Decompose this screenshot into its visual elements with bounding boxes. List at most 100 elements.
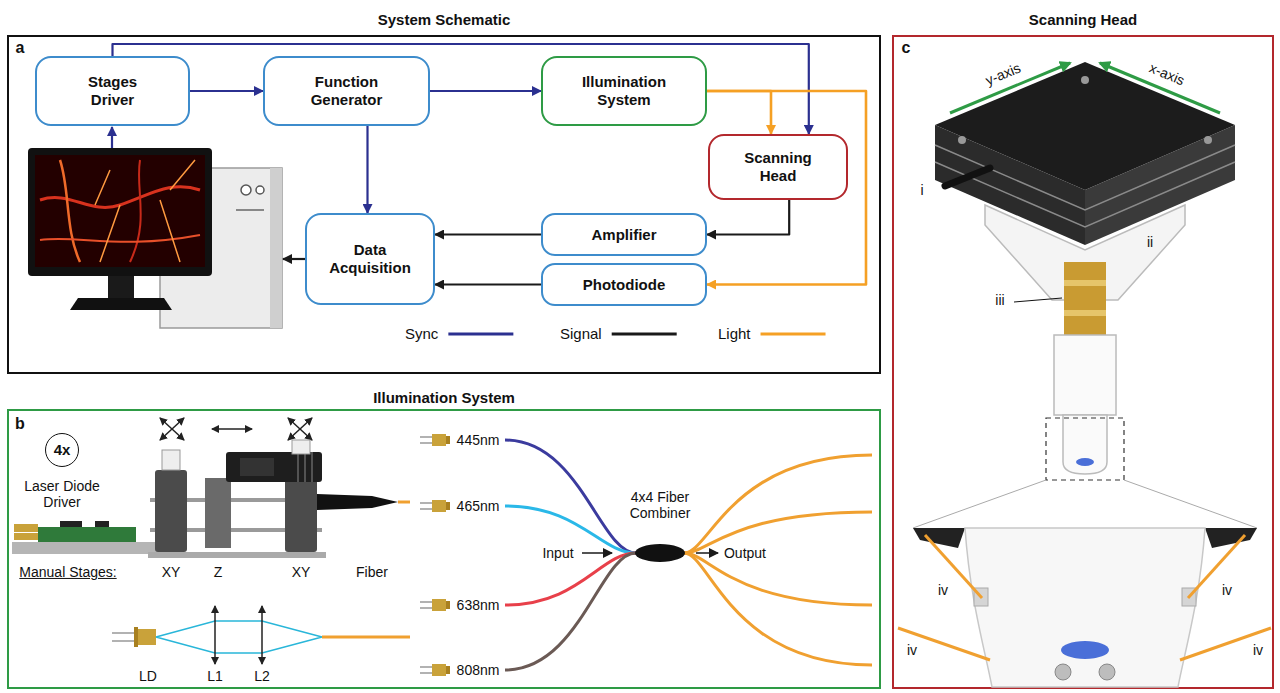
fiber-combiner <box>684 455 872 553</box>
zoom-detail <box>1124 480 1257 528</box>
driver-board <box>14 533 38 540</box>
manual-stages <box>162 450 180 470</box>
fiber-combiner <box>684 512 872 553</box>
zoom-detail <box>1061 641 1109 659</box>
panel-letter: a <box>16 39 25 57</box>
laser-sources <box>446 601 450 609</box>
driver-board <box>95 521 109 527</box>
callout-label: y-axis <box>983 60 1023 89</box>
scanning-head-render <box>985 205 1185 300</box>
manual-stages <box>148 440 410 558</box>
panel-title: Scanning Head <box>1029 11 1137 28</box>
computer-illustration <box>241 185 251 195</box>
signal-line <box>435 283 541 285</box>
zoom-detail <box>913 480 1046 528</box>
zoom-detail <box>1205 528 1257 548</box>
callout-label: iv <box>1222 582 1232 598</box>
panel-frame <box>893 36 1273 688</box>
part-label: LD <box>139 668 157 684</box>
optics-schematic <box>214 606 216 664</box>
box-label: 4x <box>54 441 71 459</box>
computer-illustration <box>270 168 282 328</box>
scanning-head-render <box>945 168 990 186</box>
manual-stages <box>292 440 310 454</box>
callout-label: ii <box>1147 234 1153 250</box>
scanning-head-render <box>935 145 1235 227</box>
manual-stages <box>304 452 306 482</box>
part-label: Fiber <box>356 564 388 580</box>
manual-stages <box>285 470 317 552</box>
sync-line <box>113 44 809 134</box>
part-label: XY <box>292 564 311 580</box>
legend-line <box>448 333 513 336</box>
box-label: Function Generator <box>292 73 402 109</box>
sync-line <box>366 126 368 213</box>
callout-label: x-axis <box>1147 60 1187 89</box>
optics-schematic <box>322 636 410 639</box>
scanning-head-render <box>1014 298 1062 302</box>
panel-frame <box>8 36 880 373</box>
panel-frame <box>8 36 1273 688</box>
stage-arrows <box>212 428 252 430</box>
panel-letter: c <box>902 39 911 57</box>
optics-schematic <box>112 640 134 642</box>
zoom-detail <box>913 528 965 548</box>
manual-stages <box>317 494 398 510</box>
panel-title: System Schematic <box>378 11 511 28</box>
zoom-detail <box>1180 628 1271 660</box>
scanning-head-render <box>1076 458 1094 466</box>
part-label: Manual Stages: <box>19 564 116 580</box>
legend-line <box>612 333 677 336</box>
laser-sources <box>432 434 446 446</box>
process-box: Amplifier <box>541 213 707 256</box>
scanning-head-render <box>1054 335 1116 415</box>
optics-schematic <box>134 627 138 647</box>
fiber-combiner <box>505 553 636 670</box>
sync-line <box>430 90 541 92</box>
part-label: XY <box>162 564 181 580</box>
scanning-head-render <box>1204 136 1212 144</box>
legend-label: Signal <box>560 325 602 342</box>
box-label: Scanning Head <box>728 149 828 185</box>
manual-stages <box>205 478 231 548</box>
callout-label: iv <box>907 642 917 658</box>
laser-sources <box>446 666 450 674</box>
manual-stages <box>398 501 410 504</box>
light-path <box>707 91 771 134</box>
panel-title: Illumination System <box>373 389 515 406</box>
callout-label: iv <box>1253 642 1263 658</box>
computer-illustration <box>40 235 200 242</box>
process-box: Data Acquisition <box>305 213 435 305</box>
part-label: Z <box>214 564 223 580</box>
computer-illustration <box>28 148 282 328</box>
stage-arrows <box>160 418 184 440</box>
manual-stages <box>297 452 299 482</box>
box-label: Photodiode <box>583 276 666 294</box>
optics-schematic <box>112 606 410 664</box>
scanning-head-render <box>935 62 1235 480</box>
zoom-detail <box>898 480 1271 687</box>
fiber-combiner <box>635 544 685 562</box>
part-label: 465nm <box>457 498 500 514</box>
legend-line <box>761 333 826 336</box>
fiber-combiner <box>505 440 636 553</box>
scanning-head-render <box>1063 415 1107 474</box>
manual-stages <box>240 458 274 476</box>
process-box: Scanning Head <box>708 134 848 200</box>
laser-sources <box>446 436 450 444</box>
scanning-head-render <box>1064 262 1106 340</box>
box-label: Amplifier <box>591 226 656 244</box>
scanning-head-render <box>1046 418 1124 480</box>
part-label: Input <box>542 545 573 561</box>
zoom-detail <box>925 535 982 598</box>
optics-schematic <box>112 632 134 634</box>
callout-label: iii <box>995 292 1004 308</box>
box-label: Stages Driver <box>68 73 158 109</box>
part-label: L2 <box>254 668 270 684</box>
scanning-head-render <box>1064 280 1106 286</box>
legend-label: Sync <box>405 325 438 342</box>
wire-arrow <box>111 127 113 148</box>
part-label: 638nm <box>457 597 500 613</box>
process-box: Function Generator <box>263 56 430 126</box>
